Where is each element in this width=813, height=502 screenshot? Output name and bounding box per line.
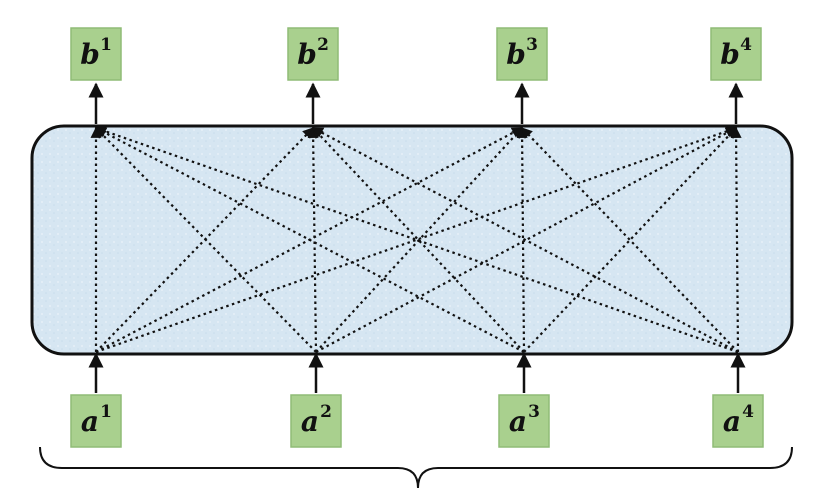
input-node-label: a [301, 405, 319, 438]
output-node-box [496, 27, 548, 81]
input-node-box [498, 394, 550, 448]
attention-link-a1-b4 [95, 126, 738, 354]
input-node-superscript: 1 [100, 402, 112, 422]
output-node-label: b [720, 38, 740, 71]
attention-link-a4-b4 [730, 126, 742, 353]
output-arrows [88, 82, 744, 124]
attention-layer [30, 124, 794, 356]
input-node-box [712, 394, 764, 448]
output-node-box [710, 27, 762, 81]
output-node-superscript: 1 [100, 35, 112, 55]
attention-link-a2-b4 [315, 127, 737, 353]
input-node-label: a [723, 405, 741, 438]
input-node-superscript: 3 [528, 402, 540, 422]
output-node-label: b [506, 38, 526, 71]
attention-link-a3-b3 [516, 126, 528, 353]
output-node-superscript: 4 [740, 35, 752, 55]
attention-link-a3-b1 [95, 127, 525, 353]
output-node-label: b [297, 38, 317, 71]
input-node-box [290, 394, 342, 448]
output-node-box [287, 27, 339, 81]
input-arrows [88, 352, 746, 393]
input-node-superscript: 2 [320, 402, 332, 422]
input-node-superscript: 4 [742, 402, 754, 422]
attention-link-a2-b2 [307, 126, 319, 353]
attention-link-a1-b2 [95, 127, 314, 353]
input-sequence-brace [39, 446, 793, 489]
input-node-label: a [509, 405, 527, 438]
output-node-superscript: 3 [526, 35, 538, 55]
output-node-label: b [80, 38, 100, 71]
output-node-box [70, 27, 122, 81]
output-node-superscript: 2 [317, 35, 329, 55]
attention-link-a4-b2 [312, 127, 739, 353]
attention-link-a2-b1 [95, 127, 317, 353]
attention-link-a4-b3 [521, 127, 739, 353]
input-node-label: a [81, 405, 99, 438]
attention-connections [90, 126, 742, 354]
input-node-box [70, 394, 122, 448]
